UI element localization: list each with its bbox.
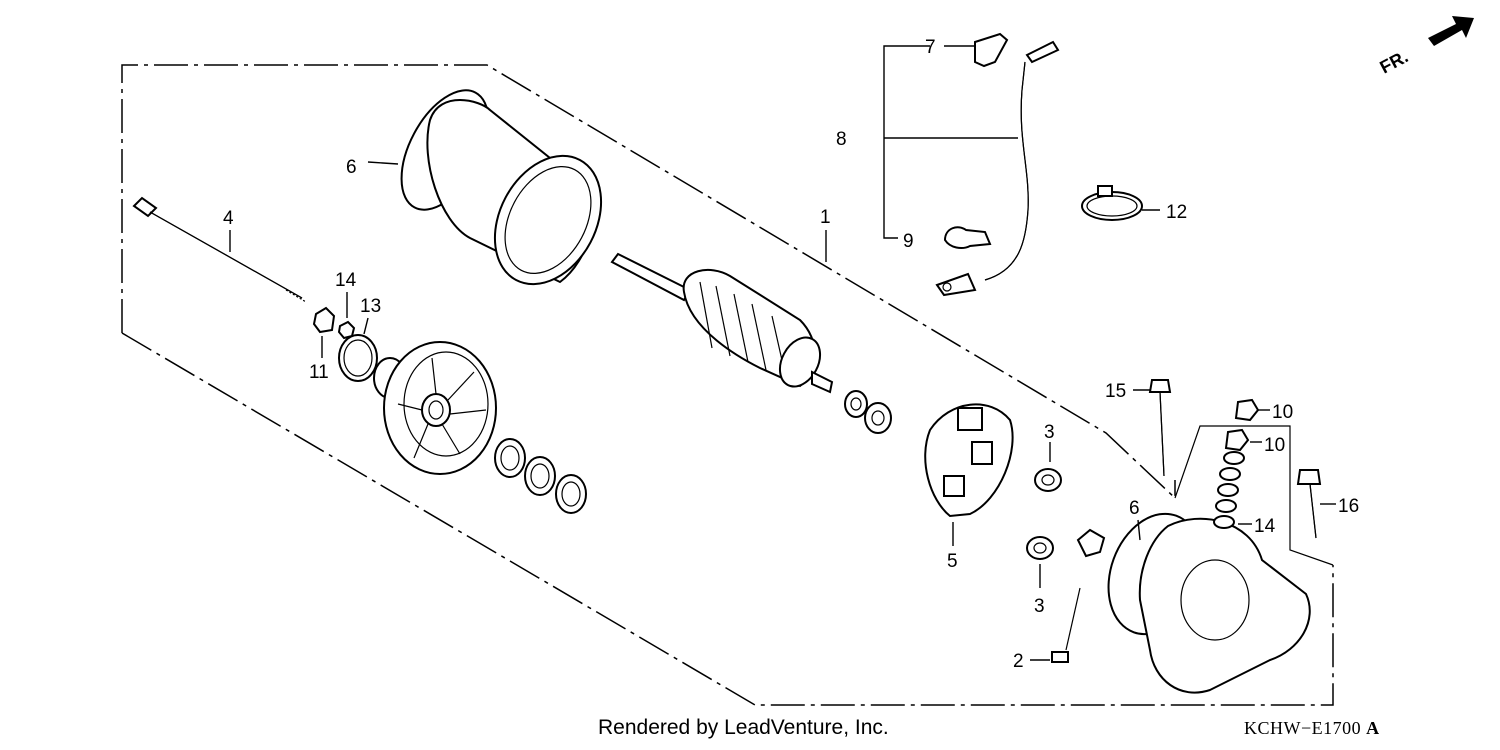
callout-14-left: 14 (335, 270, 357, 291)
callout-6-yoke: 6 (346, 157, 357, 178)
yoke-housing (367, 89, 603, 286)
rear-cover (1107, 512, 1311, 694)
callout-1: 1 (820, 207, 831, 228)
callout-labels: 1 2 3 3 4 5 6 6 7 8 9 10 10 11 12 13 14 … (223, 37, 1359, 672)
shims-left (494, 438, 587, 514)
callout-8: 8 (836, 129, 847, 150)
shims-center (844, 390, 892, 434)
assembly-outline (121, 64, 1334, 706)
terminal-cover (974, 32, 1009, 68)
callout-3-lower: 3 (1034, 596, 1045, 617)
callout-15: 15 (1105, 381, 1126, 402)
callout-11: 11 (309, 362, 329, 383)
brush-holder (924, 403, 1014, 546)
diagram-code: KCHW−E1700 A (1244, 718, 1380, 739)
callout-12: 12 (1166, 202, 1187, 223)
callout-10-upper: 10 (1272, 402, 1293, 423)
through-bolt (132, 196, 307, 303)
front-arrow-icon (1428, 16, 1474, 46)
callout-9: 9 (903, 231, 914, 252)
carbon-brush (1030, 587, 1081, 663)
front-cover (373, 341, 497, 475)
brush-springs (1026, 442, 1106, 588)
small-hardware-left (312, 292, 378, 382)
callout-10-lower: 10 (1264, 435, 1285, 456)
bolts-right (1133, 379, 1336, 539)
callout-7: 7 (925, 37, 936, 58)
callout-5: 5 (947, 551, 958, 572)
callout-3-upper: 3 (1044, 422, 1055, 443)
terminal-boot (943, 226, 992, 249)
armature (610, 252, 834, 394)
callout-16: 16 (1338, 496, 1359, 517)
render-credit: Rendered by LeadVenture, Inc. (598, 716, 889, 739)
front-direction-label: FR. (1376, 46, 1411, 77)
cable-group-bracket (883, 45, 1018, 239)
diagram-code-main: KCHW−E1700 (1244, 718, 1362, 738)
band-clamp (1081, 185, 1160, 221)
callout-2: 2 (1013, 651, 1024, 672)
front-direction-indicator: FR. (1376, 16, 1474, 78)
nut-washer-stack (1174, 398, 1334, 566)
diagram-code-suffix: A (1366, 718, 1380, 738)
callout-6-rear: 6 (1129, 498, 1140, 519)
callout-4: 4 (223, 208, 234, 229)
starter-cable (935, 40, 1060, 297)
callout-13: 13 (360, 296, 381, 317)
callout-14-right: 14 (1254, 516, 1276, 537)
